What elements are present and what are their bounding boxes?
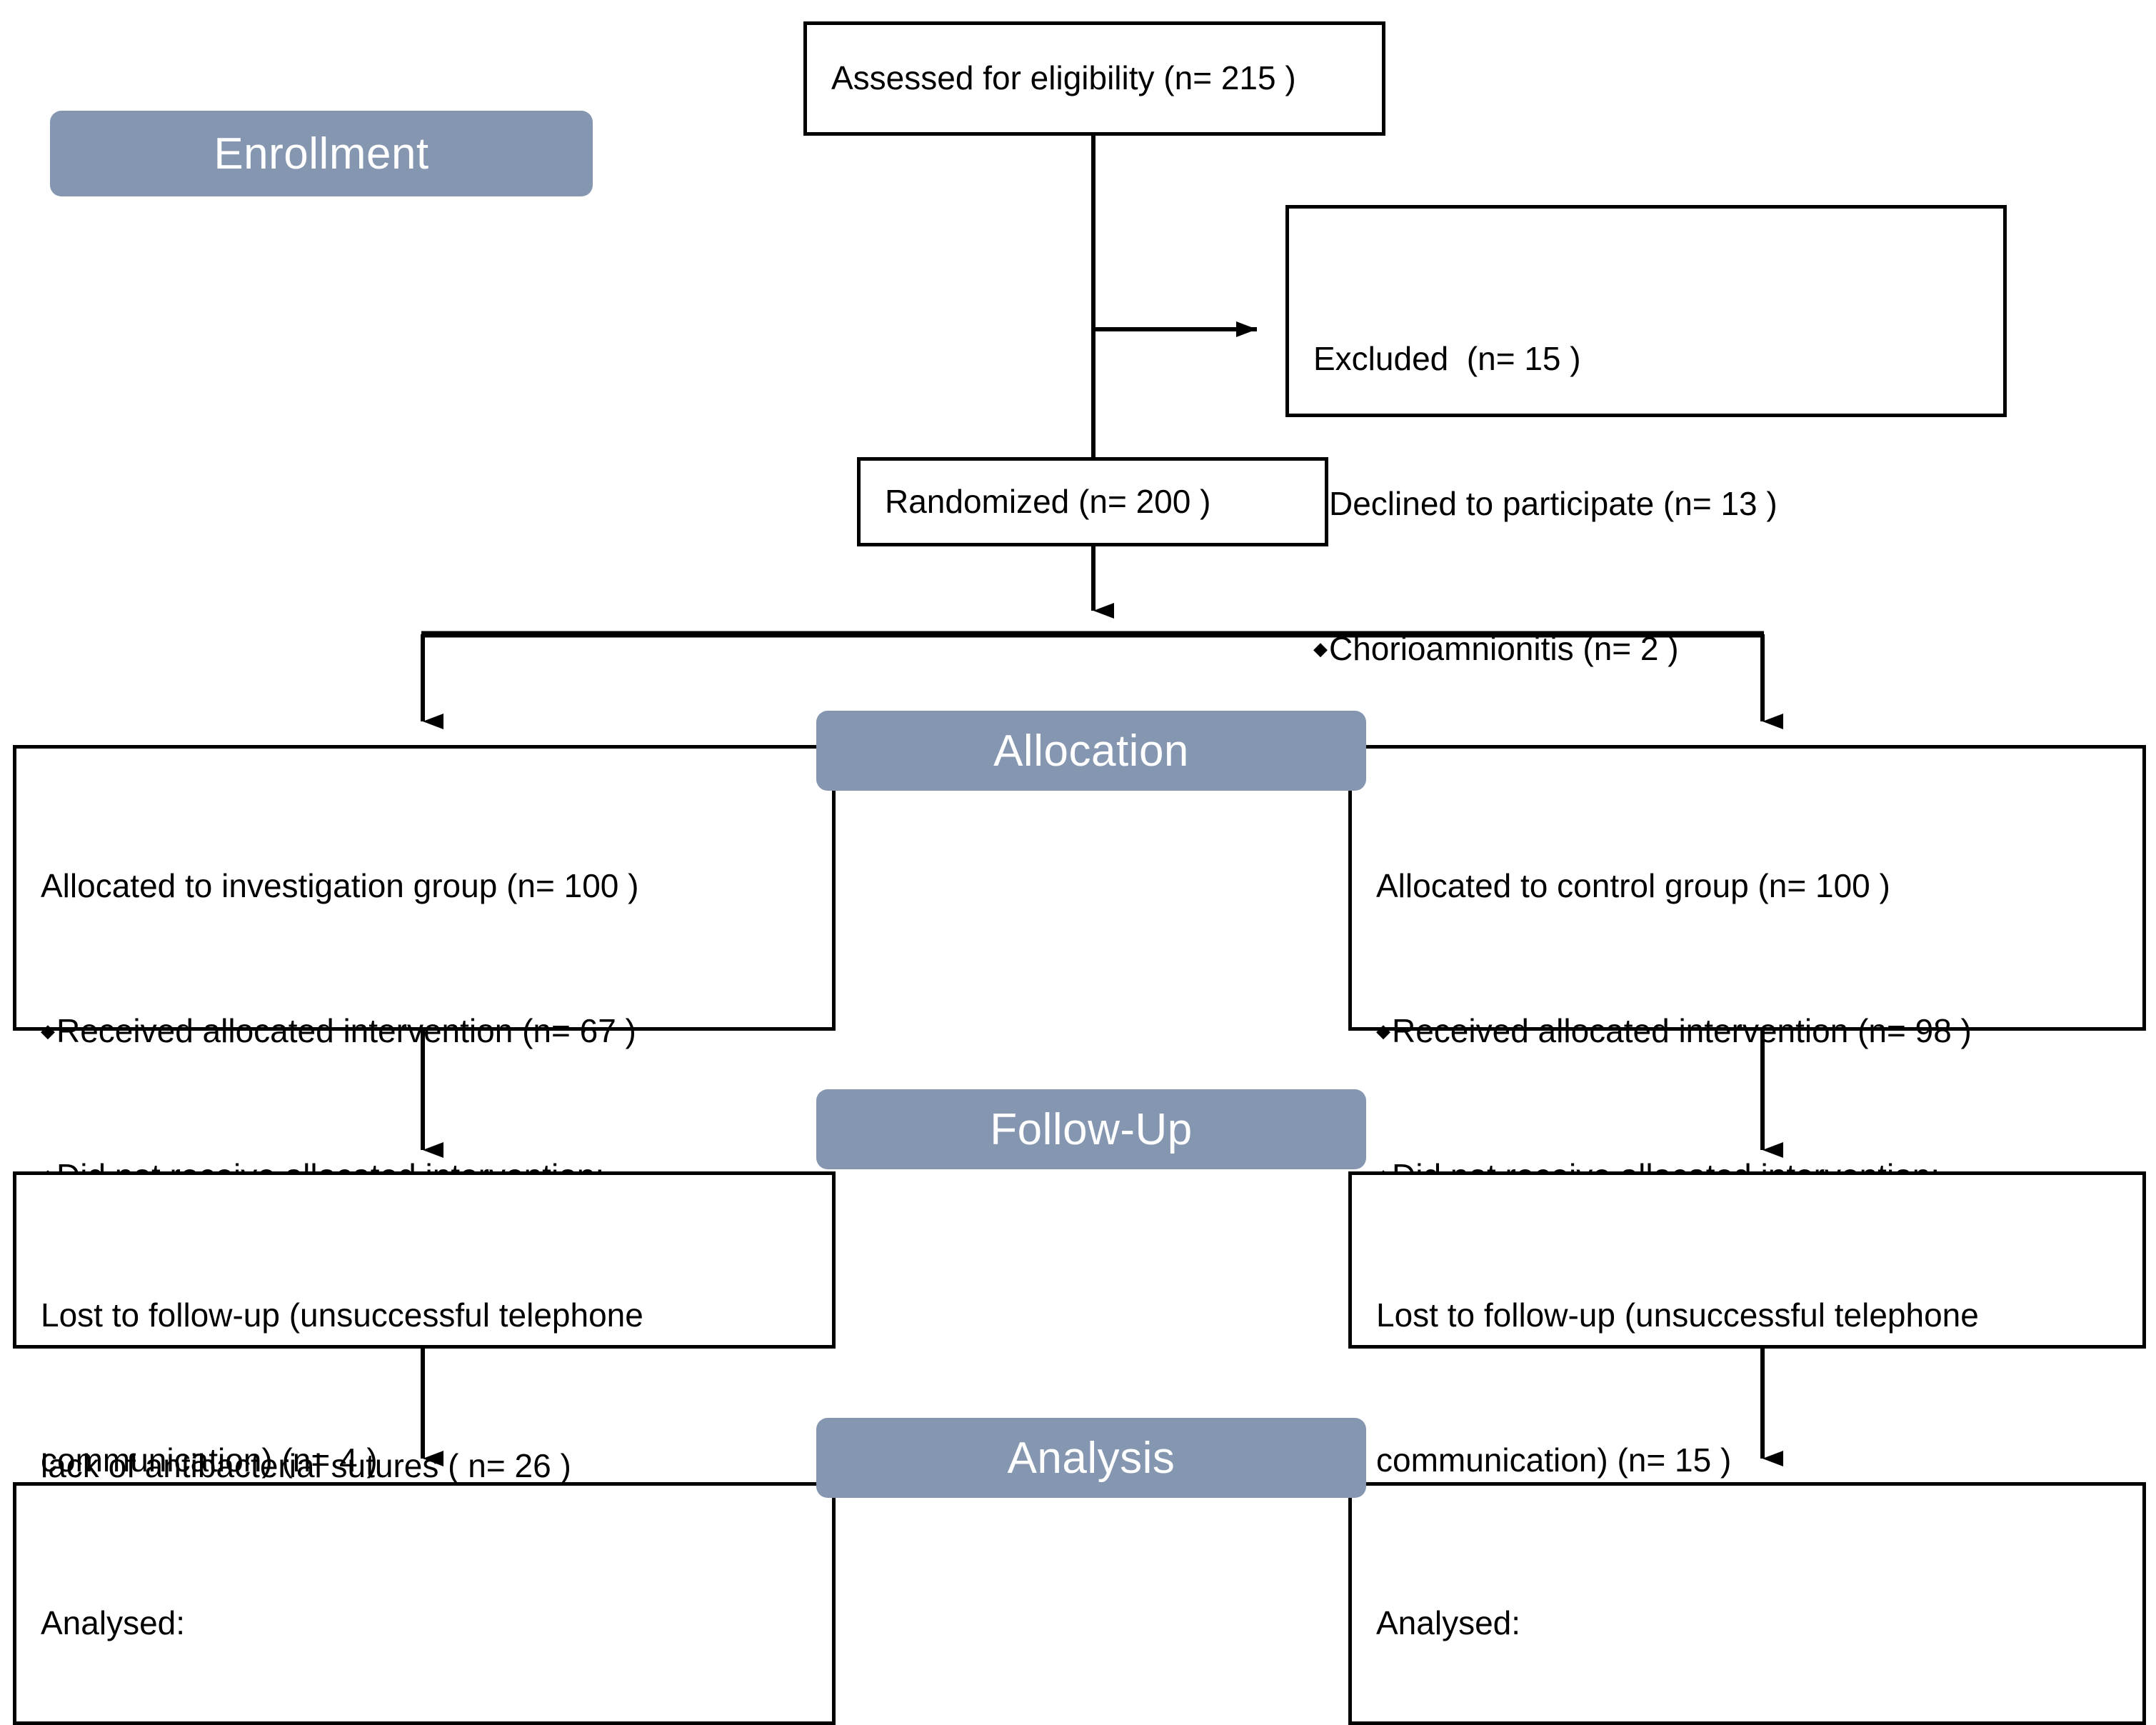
alloc-left-header: Allocated to investigation group (n= 100…	[41, 867, 639, 905]
alloc-right-bullet-received: Received allocated intervention (n= 98 )	[1376, 1007, 2128, 1056]
phase-banner-analysis: Analysis	[816, 1418, 1366, 1498]
phase-label-followup: Follow-Up	[990, 1104, 1193, 1154]
phase-banner-enrollment: Enrollment	[50, 111, 593, 196]
followup-right-line-1: Lost to follow-up (unsuccessful telephon…	[1376, 1296, 1979, 1334]
followup-left-line-1: Lost to follow-up (unsuccessful telephon…	[41, 1296, 643, 1334]
phase-banner-allocation: Allocation	[816, 711, 1366, 791]
node-followup-left-text: Lost to follow-up (unsuccessful telephon…	[41, 1195, 818, 1581]
alloc-left-bullet-received: Received allocated intervention (n= 67 )	[41, 1007, 818, 1056]
node-assessed-text: Assessed for eligibility (n= 215 )	[831, 0, 1368, 199]
randomized-line-1: Randomized (n= 200 )	[885, 482, 1211, 520]
node-excluded-text: Excluded (n= 15 ) Declined to participat…	[1313, 239, 1989, 770]
node-analysis-right-text: Analysed: outcomes in hospital (n= 98 ) …	[1376, 1503, 2128, 1725]
followup-left-line-2: communication) (n= 4 )	[41, 1441, 378, 1479]
assessed-line-1: Assessed for eligibility (n= 215 )	[831, 59, 1296, 97]
excluded-bullet-declined: Declined to participate (n= 13 )	[1313, 480, 1989, 529]
followup-right-line-2: communication) (n= 15 )	[1376, 1441, 1732, 1479]
phase-banner-followup: Follow-Up	[816, 1089, 1366, 1169]
analysis-right-header: Analysed:	[1376, 1604, 1521, 1642]
node-lost-to-followup-investigation: Lost to follow-up (unsuccessful telephon…	[13, 1171, 836, 1479]
excluded-bullet-chorioamnionitis: Chorioamnionitis (n= 2 )	[1313, 625, 1989, 674]
phase-label-allocation: Allocation	[993, 726, 1189, 776]
node-allocated-control-group: Allocated to control group (n= 100 ) Rec…	[1348, 745, 2146, 1339]
alloc-right-header: Allocated to control group (n= 100 )	[1376, 867, 1890, 905]
node-analysis-left-text: Analysed: outcomes in hospital (n= 67 ) …	[41, 1503, 818, 1725]
phase-label-analysis: Analysis	[1007, 1433, 1175, 1483]
node-followup-right-text: Lost to follow-up (unsuccessful telephon…	[1376, 1195, 2128, 1581]
node-allocated-investigation-group: Allocated to investigation group (n= 100…	[13, 745, 836, 1484]
node-randomized-text: Randomized (n= 200 )	[885, 381, 1310, 622]
node-assessed-for-eligibility: Assessed for eligibility (n= 215 )	[803, 21, 1385, 136]
node-excluded: Excluded (n= 15 ) Declined to participat…	[1285, 205, 2007, 673]
analysis-left-header: Analysed:	[41, 1604, 186, 1642]
node-analysed-investigation: Analysed: outcomes in hospital (n= 67 ) …	[13, 1482, 836, 1725]
alloc-left-detail-sutures: lack of antibacterial sutures ( n= 26 )	[41, 1446, 571, 1484]
excluded-header: Excluded (n= 15 )	[1313, 340, 1581, 378]
node-analysed-control: Analysed: outcomes in hospital (n= 98 ) …	[1348, 1482, 2146, 1725]
phase-label-enrollment: Enrollment	[214, 129, 429, 179]
node-lost-to-followup-control: Lost to follow-up (unsuccessful telephon…	[1348, 1171, 2146, 1479]
node-randomized: Randomized (n= 200 )	[857, 457, 1328, 546]
